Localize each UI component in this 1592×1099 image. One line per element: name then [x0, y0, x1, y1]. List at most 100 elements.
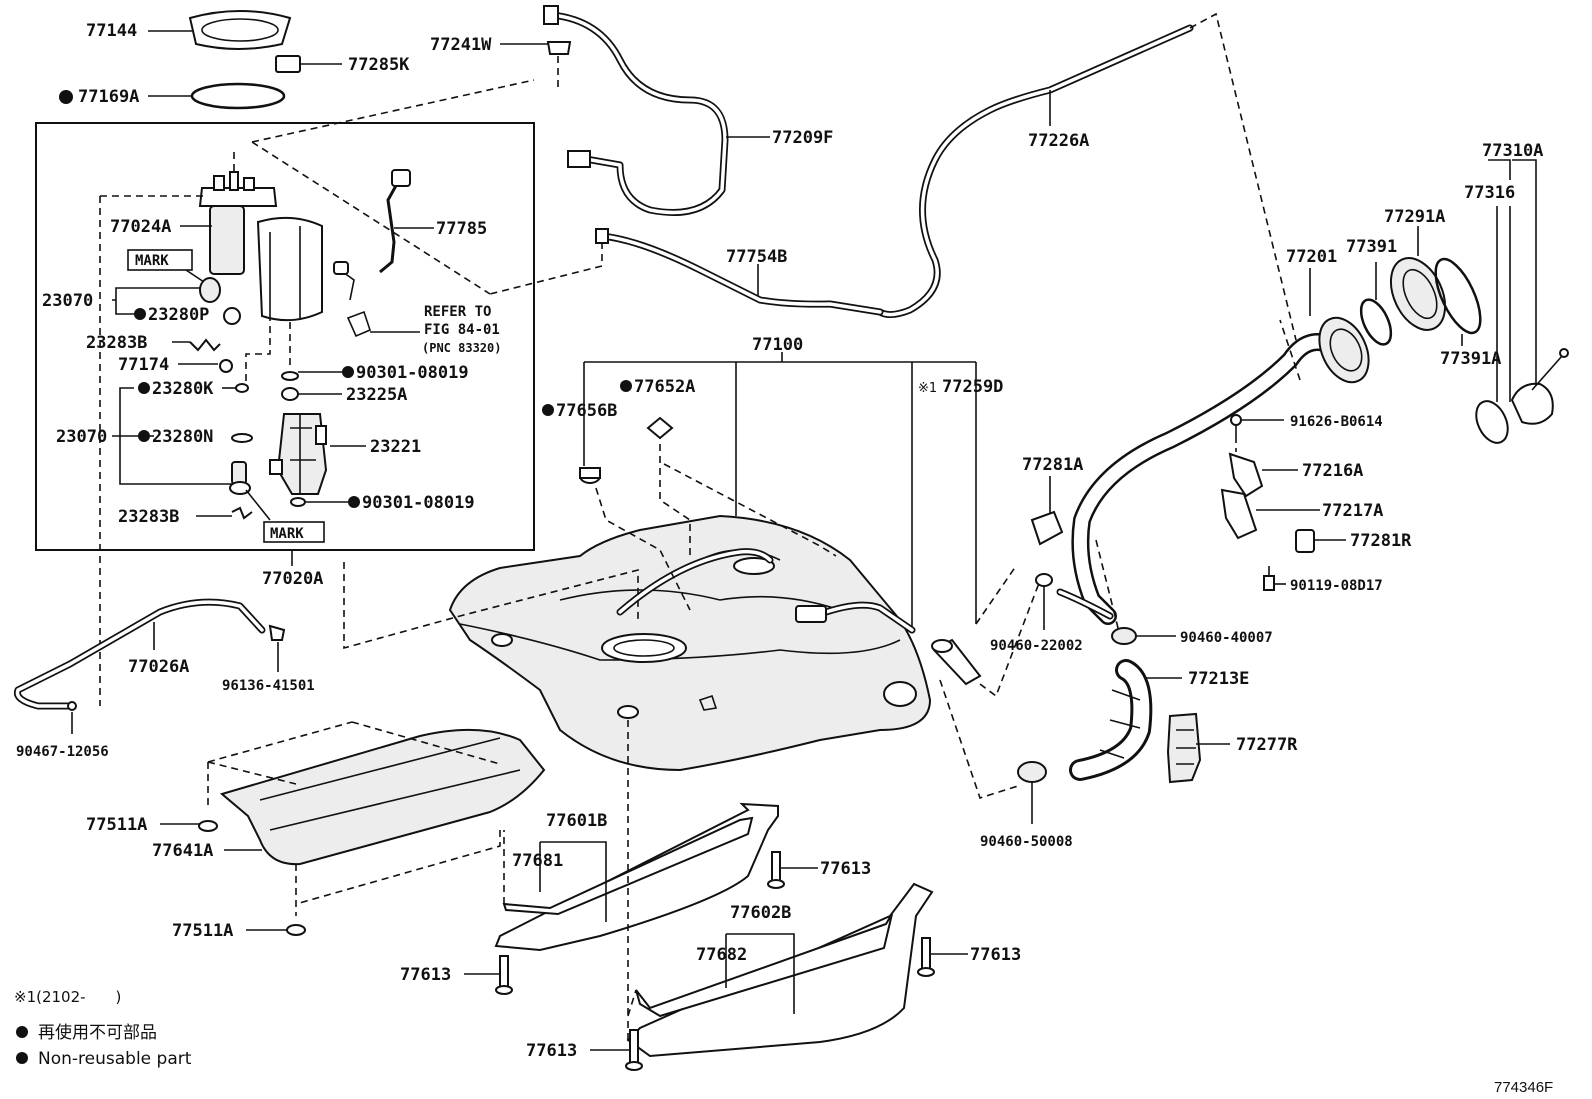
label-77754B: 77754B [726, 247, 787, 267]
label-90119: 90119-08D17 [1290, 578, 1383, 594]
label-77241W: 77241W [430, 35, 492, 55]
label-77613-d: 77613 [526, 1041, 577, 1061]
label-77144: 77144 [86, 21, 137, 41]
label-77511A-a: 77511A [86, 815, 147, 835]
part-23225A [281, 387, 299, 401]
part-23280N [231, 433, 253, 443]
label-77213E: 77213E [1188, 669, 1249, 689]
label-mark-top: MARK [135, 253, 169, 269]
dash-pipe-to-clamp [1095, 539, 1119, 629]
dash-77020A-to-tank [343, 562, 639, 650]
label-refer-pnc: (PNC 83320) [422, 341, 501, 355]
label-note-symbol: ※1 [918, 381, 937, 396]
label-77216A: 77216A [1302, 461, 1363, 481]
label-mark-bottom: MARK [270, 526, 304, 542]
dash-77656B [595, 487, 691, 611]
label-77169A: 77169A [78, 87, 139, 107]
label-90460-50008: 90460-50008 [980, 834, 1073, 850]
part-77201-filler-pipe [1071, 316, 1370, 625]
part-77641A-protector [219, 728, 546, 866]
part-77391A-gasket [1434, 257, 1482, 335]
part-77613-bolt-c [917, 937, 935, 977]
part-77652A-gasket [646, 416, 674, 440]
dash-77259D [975, 565, 1017, 625]
part-90301-top [281, 371, 299, 381]
label-77281R: 77281R [1350, 531, 1412, 551]
part-90467-clip [67, 701, 77, 711]
label-23280N: 23280N [152, 427, 213, 447]
label-77217A: 77217A [1322, 501, 1383, 521]
part-90119-bolt [1263, 566, 1275, 591]
assembly-box-77020A [35, 122, 535, 551]
part-77682-cushion [635, 913, 893, 1018]
label-77310A: 77310A [1482, 141, 1543, 161]
label-23280P: 23280P [148, 305, 209, 325]
dash-77641A-top [207, 721, 501, 785]
part-77511A-clip-b [286, 924, 306, 936]
part-77785-harness [379, 169, 411, 274]
label-77281A: 77281A [1022, 455, 1083, 475]
label-77681: 77681 [512, 851, 563, 871]
bracket-77100 [583, 352, 977, 626]
bracket-77602B [725, 933, 795, 1014]
part-77169A-gasket [190, 82, 286, 110]
mark-box-bottom [263, 521, 325, 543]
dash-77259D-b [979, 569, 1045, 698]
bracket-77601B [539, 841, 607, 922]
leader-mark-top [185, 269, 205, 283]
part-77281A-protector [1030, 510, 1064, 546]
label-77226A: 77226A [1028, 131, 1089, 151]
label-96136: 96136-41501 [222, 678, 315, 694]
part-77511A-clip-a [198, 820, 218, 832]
label-77613-b: 77613 [400, 965, 451, 985]
part-77024A-fuel-pump-module [198, 171, 371, 338]
part-77316-gasket [1475, 400, 1509, 444]
part-77259D-tube [931, 638, 982, 686]
dash-straps [503, 830, 637, 1040]
dash-77641A-side [207, 762, 501, 916]
label-91626: 91626-B0614 [1290, 414, 1383, 430]
label-90301-bottom: 90301-08019 [362, 493, 475, 513]
label-77602B: 77602B [730, 903, 791, 923]
legend-dot-jp [16, 1026, 28, 1038]
part-77277R-protector [1166, 712, 1202, 784]
label-90460-22002: 90460-22002 [990, 638, 1083, 654]
bracket-77310A [1488, 159, 1537, 402]
label-77100: 77100 [752, 335, 803, 355]
part-77310A-fuel-cap [1510, 348, 1569, 425]
part-77613-bolt-a [767, 851, 785, 889]
label-90301-top: 90301-08019 [356, 363, 469, 383]
part-23283B-clip [189, 338, 221, 352]
part-23280P-filter [199, 277, 241, 325]
part-77226A-hose [876, 24, 1194, 319]
part-23221-fuel-pump [269, 413, 328, 495]
footnote-date: ※1(2102- ) [14, 988, 121, 1006]
label-77026A: 77026A [128, 657, 189, 677]
figure-code: 774346F [1494, 1079, 1553, 1096]
part-77216A-bracket [1228, 452, 1264, 498]
dash-pump-to-parts [245, 314, 271, 382]
part-77174 [219, 359, 233, 373]
legend-dot-en [16, 1052, 28, 1064]
label-77613-c: 77613 [970, 945, 1021, 965]
part-77613-bolt-b [495, 955, 513, 995]
part-77613-bolt-d [625, 1029, 643, 1071]
label-77209F: 77209F [772, 128, 833, 148]
label-23283B-a: 23283B [86, 333, 147, 353]
dash-77652A [659, 432, 691, 560]
label-77024A: 77024A [110, 217, 171, 237]
part-77391-gasket [1359, 298, 1393, 346]
part-77209F-hose [543, 5, 729, 216]
label-77652A: 77652A [634, 377, 695, 397]
part-77026A-hose [13, 598, 266, 710]
nonreusable-dot-77652A [620, 380, 632, 392]
label-23221: 23221 [370, 437, 421, 457]
part-77241W-clamp [546, 41, 572, 55]
part-23280K [235, 383, 249, 393]
label-90467: 90467-12056 [16, 744, 109, 760]
part-90301-bottom [290, 497, 306, 507]
label-23280K: 23280K [152, 379, 214, 399]
part-77291A-filler-neck-cap [1389, 257, 1447, 331]
label-77613-a: 77613 [820, 859, 871, 879]
